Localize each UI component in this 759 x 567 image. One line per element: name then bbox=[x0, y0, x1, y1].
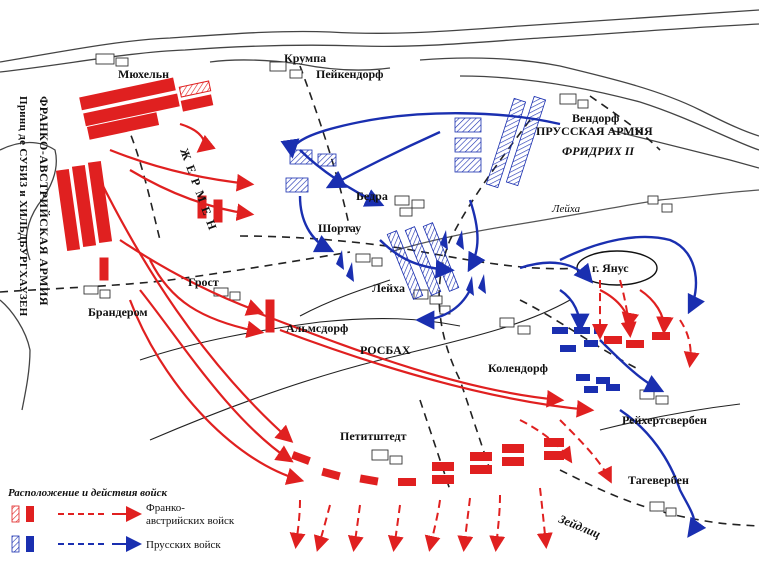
label-reikhertsverben: Рейхертсвербен bbox=[622, 413, 707, 427]
label-german: ЖЕРМЕН bbox=[177, 146, 221, 237]
label-princes: Принц де СУБИЗ и ХИЛЬДБУРГХАУЗЕН bbox=[17, 96, 29, 317]
label-bedra: Бедра bbox=[356, 189, 388, 203]
label-branderom: Брандером bbox=[88, 305, 148, 319]
prussian-movements bbox=[280, 112, 707, 538]
legend-franco-line2: австрийских войск bbox=[146, 515, 235, 527]
label-vendorf: Вендорф bbox=[572, 111, 619, 125]
villages bbox=[83, 53, 677, 517]
legend-prussian: Прусских войск bbox=[146, 539, 221, 551]
label-myukheln: Мюхельн bbox=[118, 67, 169, 81]
label-rosbakh: РОСБАХ bbox=[360, 343, 411, 357]
label-franco-army: ФРАНКО-АВСТРИЙСКАЯ АРМИЯ bbox=[37, 96, 51, 306]
legend: Расположение и действия войск Франко- ав… bbox=[4, 480, 235, 564]
legend-franco-line1: Франко- bbox=[146, 502, 185, 514]
label-peikendorf: Пейкендорф bbox=[316, 67, 383, 81]
label-almsdorf: Альмсдорф bbox=[286, 321, 348, 335]
franco-initial-positions bbox=[55, 77, 275, 333]
legend-franco-symbol bbox=[11, 505, 142, 523]
label-grost: Грост bbox=[188, 275, 219, 289]
franco-southern-units bbox=[291, 332, 670, 486]
prussian-units bbox=[336, 230, 620, 393]
label-petitshtedt: Петитштедт bbox=[340, 429, 407, 443]
label-leikha-river: Лейха bbox=[551, 203, 581, 215]
label-krumpa: Крумпа bbox=[284, 51, 326, 65]
label-tageverben: Тагевербен bbox=[628, 473, 689, 487]
label-kolendorf: Колендорф bbox=[488, 361, 548, 375]
franco-movements bbox=[99, 122, 674, 485]
label-janus-hill: г. Янус bbox=[592, 261, 629, 275]
legend-prussian-symbol bbox=[11, 535, 142, 553]
label-prussian-army: ПРУССКАЯ АРМИЯ bbox=[536, 124, 653, 138]
prussian-initial-positions bbox=[285, 95, 547, 300]
label-zeidlits: Зейдлиц bbox=[556, 511, 603, 541]
leikha-river bbox=[389, 189, 759, 253]
franco-retreat bbox=[289, 279, 700, 552]
label-shortau: Шортау bbox=[318, 221, 361, 235]
legend-title: Расположение и действия войск bbox=[8, 487, 167, 499]
label-leikha-village: Лейха bbox=[372, 281, 405, 295]
label-friedrich: ФРИДРИХ II bbox=[562, 144, 635, 158]
terrain-ridges bbox=[0, 9, 759, 411]
